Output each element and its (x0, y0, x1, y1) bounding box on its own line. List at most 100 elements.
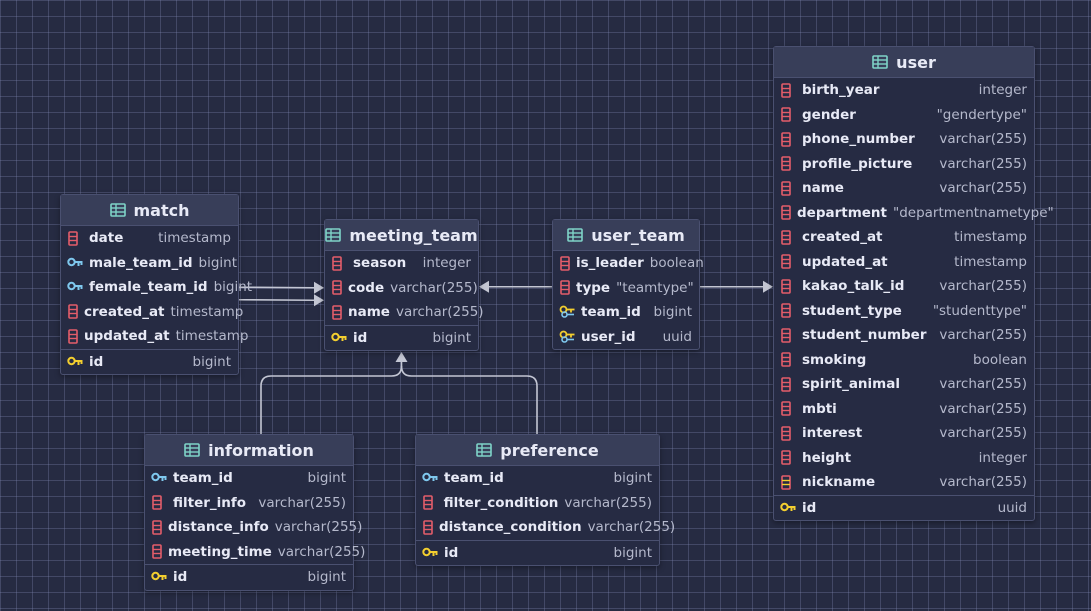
field-type: varchar(255) (939, 327, 1027, 344)
table-header[interactable]: user (774, 47, 1034, 78)
foreign-key-icon (422, 470, 439, 486)
column-icon (780, 205, 792, 221)
field-name: updated_at (84, 328, 170, 345)
field-name: id (173, 569, 188, 586)
field-name: distance_condition (439, 519, 582, 536)
field-name: type (576, 279, 611, 296)
column-icon (780, 450, 797, 466)
field-name: is_leader (576, 255, 644, 272)
field-row[interactable]: distance_condition varchar(255) (416, 515, 675, 540)
column-icon (331, 304, 343, 320)
relation-line (260, 361, 403, 434)
primary-key-icon (67, 354, 84, 370)
field-name: gender (802, 106, 856, 123)
table-title: user_team (591, 225, 685, 245)
field-name: updated_at (802, 253, 888, 270)
field-type: varchar(255) (587, 519, 676, 536)
field-type: varchar(255) (939, 180, 1027, 197)
table-header[interactable]: information (145, 435, 353, 466)
field-type: integer (422, 255, 471, 272)
table-header[interactable]: meeting_team (325, 220, 478, 251)
field-name: department (797, 204, 887, 221)
unique-column-icon (780, 474, 797, 490)
field-name: filter_info (173, 494, 247, 511)
field-type: "departmentnametype" (893, 204, 1054, 221)
field-name: student_type (802, 302, 902, 319)
field-row[interactable]: department "departmentnametype" (774, 201, 1054, 226)
column-icon (422, 519, 434, 535)
field-name: id (353, 329, 368, 346)
field-row[interactable]: type "teamtype" (553, 276, 699, 301)
field-row[interactable]: user_id uuid (553, 325, 699, 350)
field-type: integer (978, 82, 1027, 99)
field-type: uuid (997, 499, 1027, 516)
column-icon (422, 495, 439, 511)
column-icon (151, 519, 163, 535)
field-type: uuid (662, 328, 692, 345)
field-name: female_team_id (89, 279, 208, 296)
field-type: timestamp (954, 253, 1027, 270)
foreign-key-icon (67, 255, 84, 271)
column-icon (67, 328, 79, 344)
table-icon (184, 443, 200, 457)
column-icon (559, 255, 571, 271)
field-row[interactable]: updated_at timestamp (774, 250, 1034, 275)
field-type: varchar(255) (274, 519, 363, 536)
field-name: user_id (581, 328, 636, 345)
field-row[interactable]: student_type"studenttype" (774, 299, 1034, 324)
column-icon (559, 280, 571, 296)
field-type: bigint (192, 353, 232, 370)
arrow-head-icon (395, 352, 408, 362)
field-type: "teamtype" (616, 279, 694, 296)
column-icon (331, 280, 343, 296)
table-title: preference (500, 440, 599, 460)
field-type: varchar(255) (277, 543, 366, 560)
field-name: team_id (173, 470, 233, 487)
table-header[interactable]: user_team (553, 220, 699, 251)
field-row[interactable]: gender"gendertype" (774, 103, 1034, 128)
arrow-head-icon (479, 280, 489, 293)
table-header[interactable]: preference (416, 435, 659, 466)
table-header[interactable]: match (61, 195, 238, 226)
